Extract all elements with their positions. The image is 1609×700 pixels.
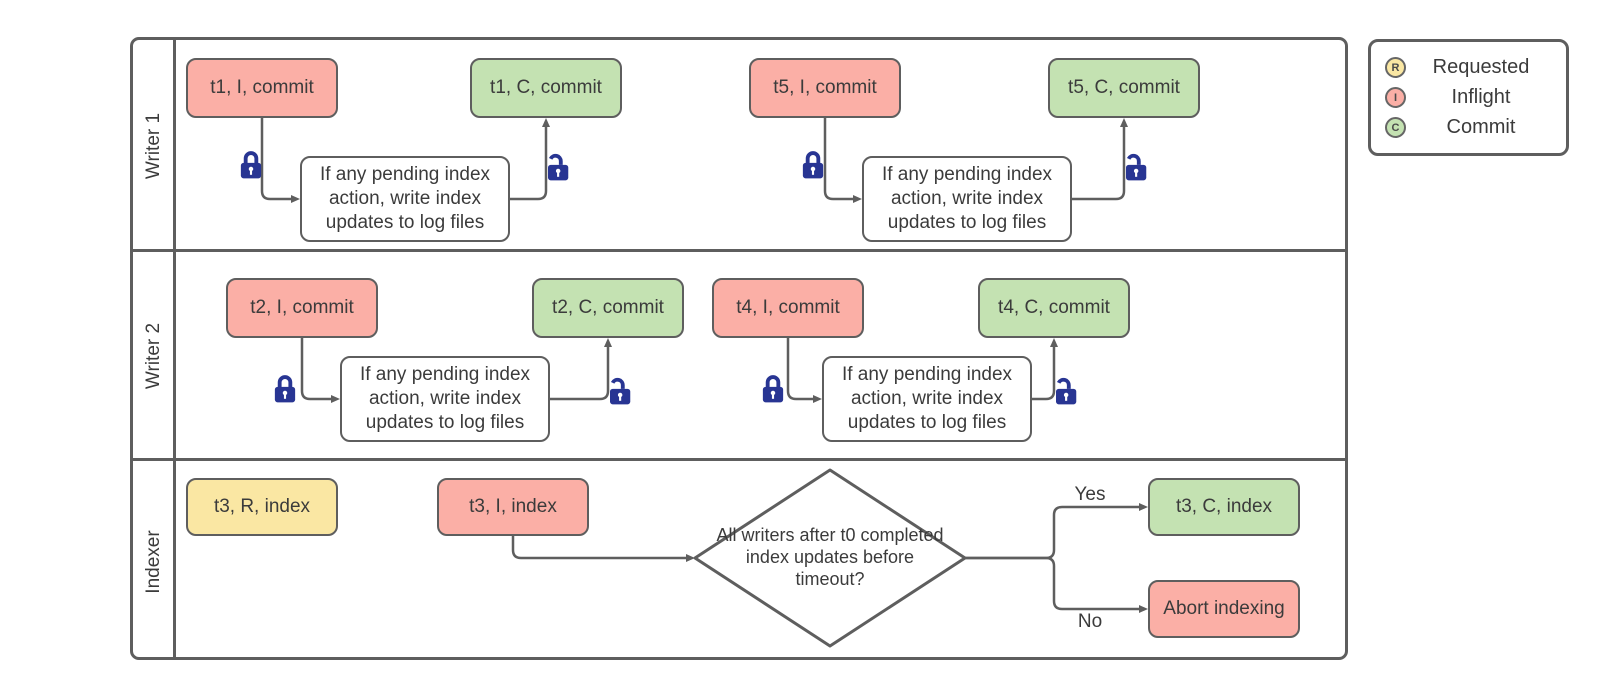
- node-t4-commit: t4, C, commit: [978, 278, 1130, 338]
- requested-state-icon: R: [1385, 57, 1406, 78]
- node-t3-inflight: t3, I, index: [437, 478, 589, 536]
- node-t5-commit: t5, C, commit: [1048, 58, 1200, 118]
- node-t2-commit: t2, C, commit: [532, 278, 684, 338]
- decision-label: All writers after t0 completed index upd…: [716, 525, 944, 589]
- legend-label-commit: Commit: [1446, 116, 1516, 138]
- closed-lock-icon: [800, 149, 826, 181]
- open-lock-icon: [1121, 151, 1147, 183]
- node-t1-inflight: t1, I, commit: [186, 58, 338, 118]
- process-writer2-a: If any pending index action, write index…: [340, 356, 550, 442]
- closed-lock-icon: [272, 373, 298, 405]
- inflight-state-icon: I: [1385, 87, 1406, 108]
- lane-divider-1: [133, 249, 1345, 252]
- closed-lock-icon: [238, 149, 264, 181]
- legend-row-inflight: I Inflight: [1385, 85, 1556, 111]
- lane-label-writer-2: Writer 2: [143, 322, 164, 390]
- legend-label-requested: Requested: [1432, 56, 1530, 78]
- legend: R Requested I Inflight C Commit: [1368, 39, 1569, 156]
- yes-branch-label: Yes: [1074, 484, 1106, 505]
- legend-row-requested: R Requested: [1385, 55, 1556, 81]
- lane-divider-2: [133, 458, 1345, 461]
- open-lock-icon: [605, 375, 631, 407]
- node-t1-commit: t1, C, commit: [470, 58, 622, 118]
- lane-label-writer-1: Writer 1: [143, 112, 164, 180]
- legend-row-commit: C Commit: [1385, 115, 1556, 141]
- node-abort-indexing: Abort indexing: [1148, 580, 1300, 638]
- no-branch-label: No: [1077, 611, 1103, 632]
- open-lock-icon: [1051, 375, 1077, 407]
- node-t2-inflight: t2, I, commit: [226, 278, 378, 338]
- legend-label-inflight: Inflight: [1451, 86, 1511, 108]
- lane-label-indexer: Indexer: [143, 530, 164, 594]
- commit-state-icon: C: [1385, 117, 1406, 138]
- process-writer1-a: If any pending index action, write index…: [300, 156, 510, 242]
- node-t5-inflight: t5, I, commit: [749, 58, 901, 118]
- process-writer2-b: If any pending index action, write index…: [822, 356, 1032, 442]
- node-t3-commit: t3, C, index: [1148, 478, 1300, 536]
- node-t3-requested: t3, R, index: [186, 478, 338, 536]
- open-lock-icon: [543, 151, 569, 183]
- closed-lock-icon: [760, 373, 786, 405]
- node-t4-inflight: t4, I, commit: [712, 278, 864, 338]
- lane-label-divider: [173, 40, 176, 657]
- process-writer1-b: If any pending index action, write index…: [862, 156, 1072, 242]
